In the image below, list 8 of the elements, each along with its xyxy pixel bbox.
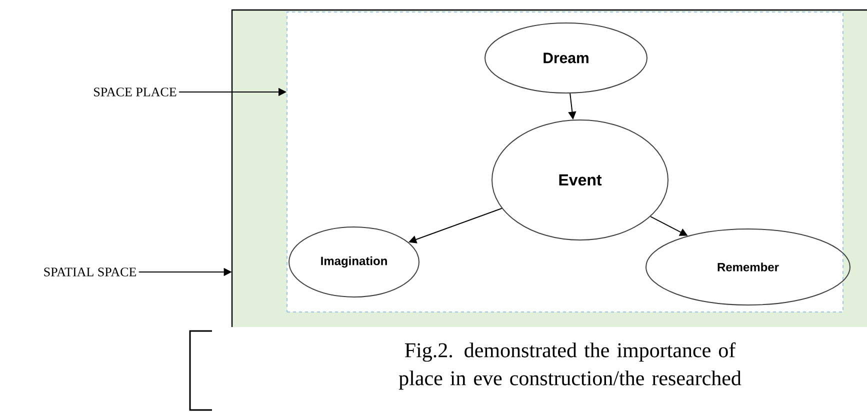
side-label: SPATIAL SPACE <box>44 268 136 276</box>
dashed-box <box>286 12 844 312</box>
ellipse-node: Event <box>492 120 668 240</box>
ellipse-node: Remember <box>646 228 850 306</box>
ellipse-node: Dream <box>484 22 648 94</box>
side-label: SPACE PLACE <box>94 88 176 96</box>
caption: Fig.2. demonstrated the importance of place in eve construction/the researched <box>398 342 742 390</box>
ellipse-node: Imagination <box>288 226 420 298</box>
